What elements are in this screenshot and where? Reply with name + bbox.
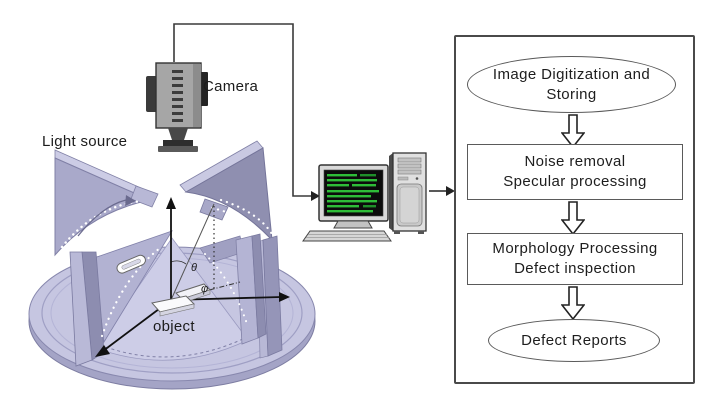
keyboard — [302, 230, 392, 242]
phi-label: φ — [201, 283, 208, 295]
step-ellipse-image-digitization: Image Digitization and Storing — [467, 56, 676, 113]
light-source-label: Light source — [42, 133, 127, 150]
step-line: Specular processing — [503, 173, 647, 190]
flow-arrow-icon — [561, 114, 585, 148]
step-line: Defect inspection — [514, 260, 636, 277]
gusset-rear-left — [54, 149, 159, 257]
turntable-rig: θ φ object — [28, 140, 316, 390]
step-ellipse-defect-reports: Defect Reports — [488, 319, 660, 362]
flow-arrow-icon — [561, 201, 585, 235]
computer-to-flowchart-arrow — [429, 186, 455, 196]
gusset-front-right — [199, 233, 267, 345]
flow-arrow-icon — [561, 286, 585, 320]
step-line: Noise removal — [524, 153, 626, 170]
step-line: Storing — [546, 85, 597, 103]
step-box-noise-removal: Noise removal Specular processing — [467, 144, 683, 200]
axis-arrowheads — [95, 197, 290, 357]
step-line: Morphology Processing — [492, 240, 658, 257]
step-box-morphology: Morphology Processing Defect inspection — [467, 233, 683, 285]
step-line: Defect Reports — [521, 331, 627, 349]
computer-icon — [302, 152, 427, 242]
wire-arrow-icon — [311, 191, 320, 201]
screen-content — [327, 174, 379, 213]
flowchart-panel: Image Digitization and Storing Noise rem… — [454, 35, 695, 384]
gusset-rear-right — [179, 140, 283, 359]
light-source-slot — [116, 254, 146, 274]
step-line: Image Digitization and — [492, 65, 651, 83]
gusset-front-left — [69, 230, 173, 367]
camera-label: Camera — [203, 78, 259, 95]
theta-label: θ — [191, 262, 197, 274]
camera-to-computer-wire — [173, 23, 320, 201]
object-label: object — [153, 318, 195, 335]
object-box — [151, 283, 211, 317]
camera-icon — [146, 62, 208, 152]
